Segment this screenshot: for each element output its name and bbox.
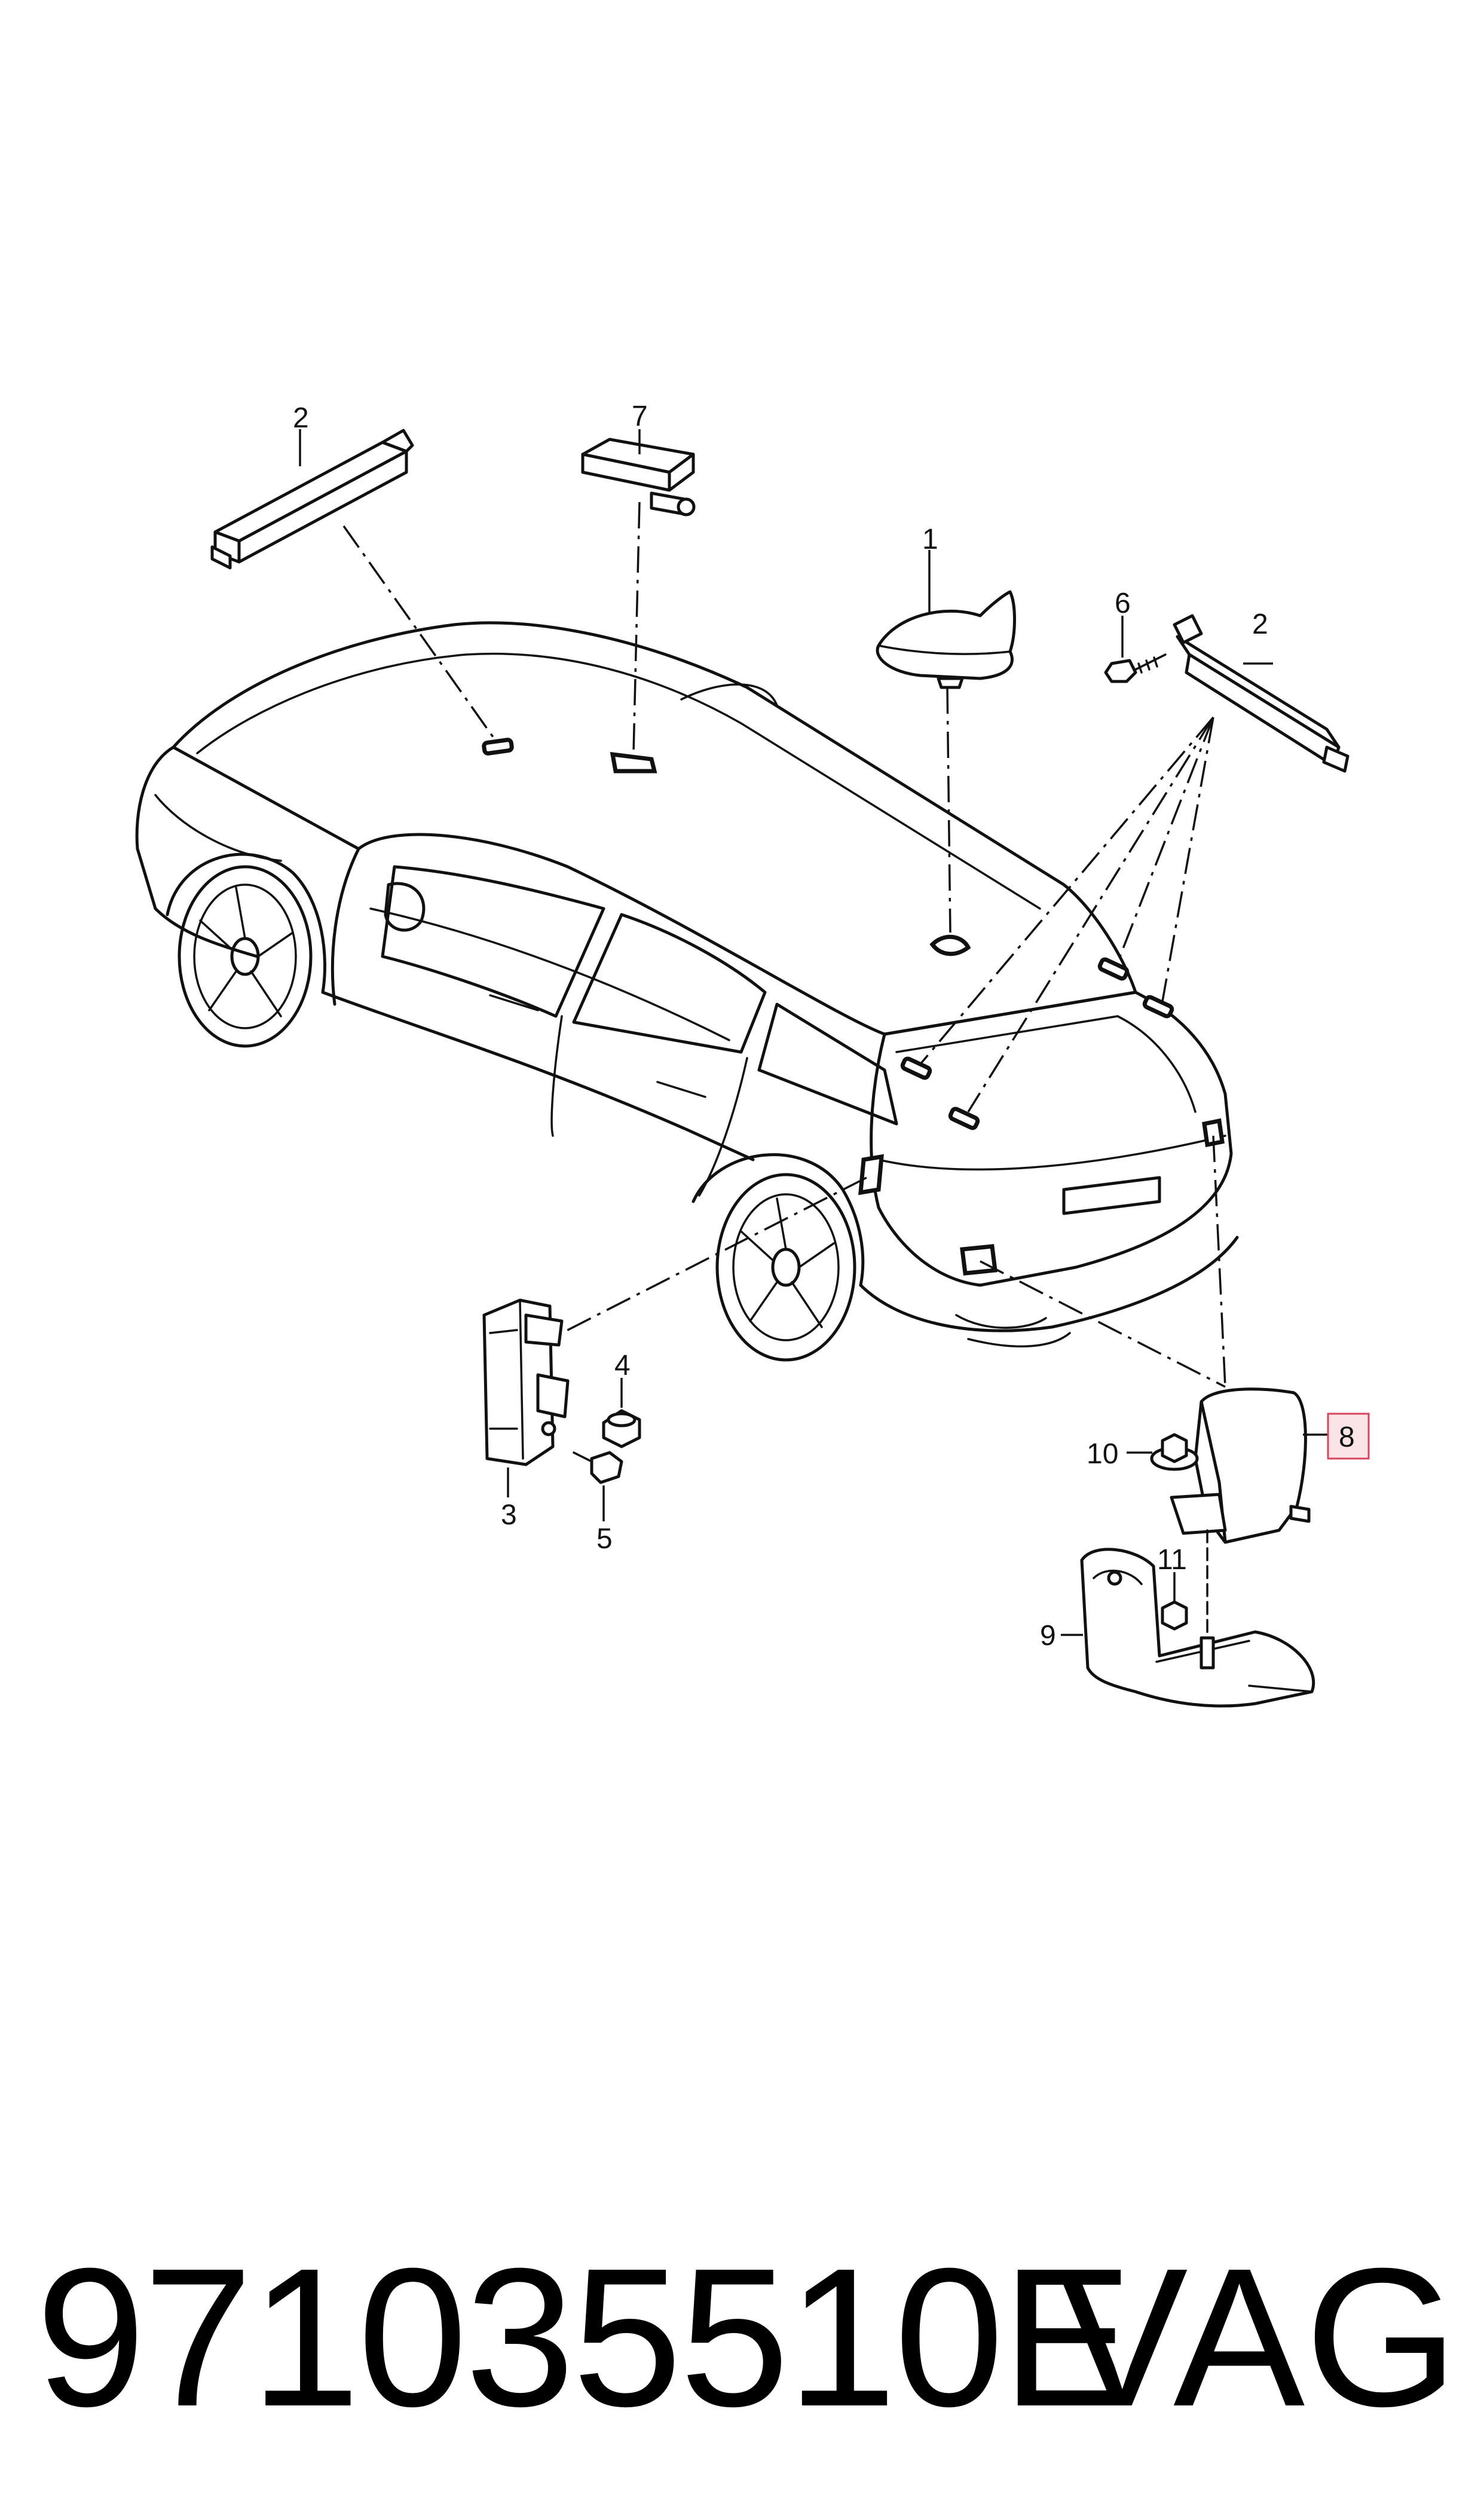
part-9-bracket-plate bbox=[1080, 1548, 1315, 1708]
callout-7: 7 bbox=[632, 401, 648, 432]
assembly-lines bbox=[342, 502, 1226, 1388]
callout-9: 9 bbox=[1040, 1620, 1056, 1652]
callout-2-right: 2 bbox=[1252, 609, 1268, 640]
callout-labels: 2 7 1 6 2 4 3 5 8 10 11 9 bbox=[293, 401, 1355, 1652]
callout-6: 6 bbox=[1115, 588, 1131, 619]
part-6-bolt bbox=[1104, 653, 1167, 683]
part-2-antenna-bar-left bbox=[210, 429, 414, 570]
callout-11: 11 bbox=[1157, 1544, 1187, 1576]
mount-slots bbox=[482, 738, 1225, 1276]
part-number: 971035510E bbox=[36, 2227, 1133, 2447]
part-7-control-unit bbox=[581, 438, 696, 516]
highlight-box-8 bbox=[1327, 1413, 1370, 1460]
part-2-antenna-bar-right bbox=[1173, 614, 1350, 773]
callout-3: 3 bbox=[501, 1499, 517, 1531]
car-body bbox=[135, 621, 1239, 1362]
callout-4: 4 bbox=[614, 1350, 631, 1381]
callout-5: 5 bbox=[596, 1523, 613, 1555]
callout-2-left: 2 bbox=[293, 402, 309, 434]
brand-label: VAG bbox=[1056, 2227, 1458, 2447]
rear-wheel bbox=[715, 1173, 856, 1362]
part-5-screw bbox=[573, 1451, 623, 1484]
callout-1: 1 bbox=[922, 524, 938, 555]
part-8-module bbox=[1170, 1387, 1311, 1544]
footer: 971035510E VAG bbox=[36, 2212, 1458, 2463]
part-11-nut bbox=[1161, 1529, 1215, 1670]
front-wheel bbox=[178, 865, 313, 1048]
callout-10: 10 bbox=[1087, 1438, 1118, 1470]
part-1-roof-antenna bbox=[876, 590, 1016, 689]
callout-8: 8 bbox=[1339, 1421, 1355, 1453]
part-4-nut bbox=[602, 1409, 641, 1448]
part-10-flange-nut bbox=[1150, 1433, 1199, 1471]
part-3-bracket-module bbox=[482, 1298, 570, 1466]
